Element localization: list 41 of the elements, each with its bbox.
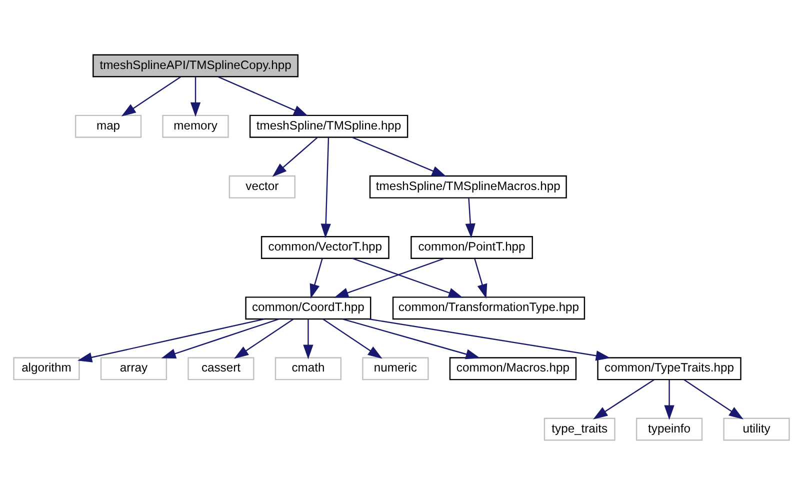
arrow: [342, 318, 480, 360]
node-box: memory: [162, 114, 229, 138]
node-box: common/TransformationType.hpp: [392, 296, 586, 320]
node-box: common/Macros.hpp: [449, 357, 577, 380]
node-box: vector: [228, 175, 296, 198]
node-box: common/TypeTraits.hpp: [597, 357, 742, 380]
arrow: [684, 379, 744, 420]
arrow: [352, 136, 446, 177]
arrow: [352, 258, 463, 298]
arrow: [368, 318, 610, 361]
node-box: numeric: [362, 357, 429, 380]
arrow: [310, 258, 323, 299]
arrow: [218, 76, 308, 116]
arrow: [303, 319, 314, 360]
arrow: [664, 380, 674, 420]
node-box: type_traits: [544, 418, 616, 441]
node-box: typeinfo: [636, 418, 703, 441]
arrow: [320, 137, 331, 238]
arrow: [272, 137, 318, 177]
arrow: [190, 77, 201, 117]
arrow: [322, 318, 382, 359]
node-box: cassert: [188, 357, 254, 380]
arrow: [234, 318, 294, 359]
arrow: [334, 258, 445, 298]
node-box: utility: [723, 418, 790, 441]
node-box: common/VectorT.hpp: [260, 236, 390, 259]
node-box: common/CoordT.hpp: [245, 296, 372, 320]
node-box: cmath: [274, 357, 342, 380]
node-box: array: [100, 357, 168, 380]
arrow: [474, 258, 488, 299]
arrow: [465, 198, 476, 238]
node-box: map: [74, 114, 142, 138]
arrow: [77, 318, 265, 362]
node-box: tmeshSpline/TMSplineMacros.hpp: [369, 175, 567, 198]
node-box: tmeshSplineAPI/TMSplineCopy.hpp: [92, 54, 298, 78]
node-box: tmeshSpline/TMSpline.hpp: [249, 114, 408, 138]
arrow: [121, 76, 182, 116]
arrow: [593, 379, 654, 420]
node-box: common/PointT.hpp: [410, 236, 533, 259]
arrow: [161, 318, 280, 358]
node-box: algorithm: [13, 357, 80, 380]
